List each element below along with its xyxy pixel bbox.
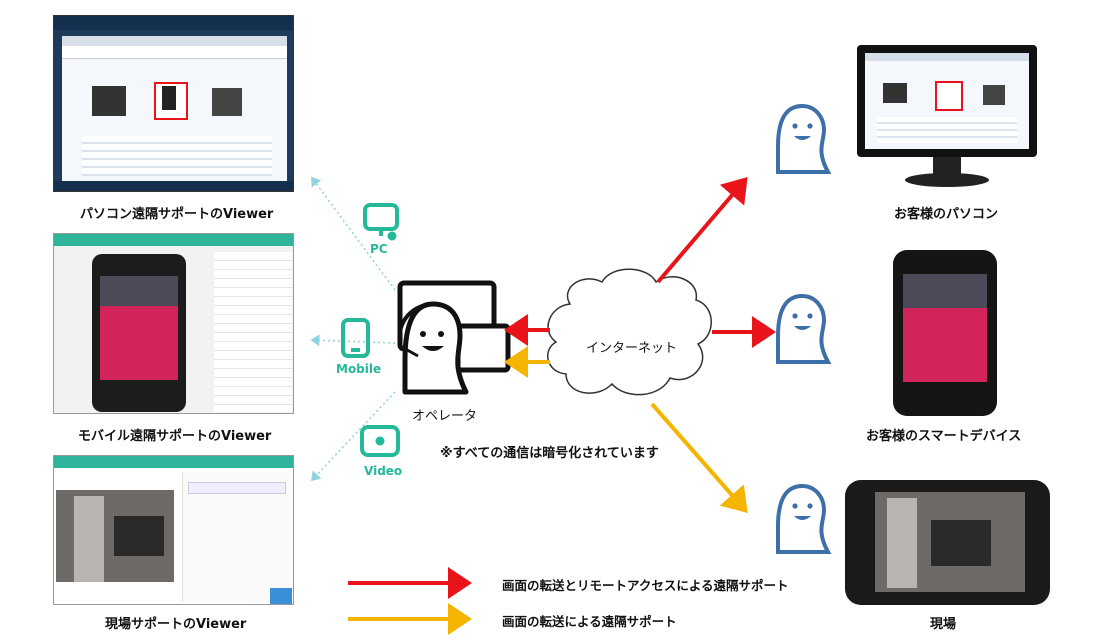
operator-icon: [397, 280, 511, 395]
red-arrows: [504, 176, 776, 348]
red-arrow-to-pc: [656, 176, 748, 284]
operator-face: [420, 331, 444, 351]
field-viewer-screenshot: [53, 455, 294, 605]
mobile-channel-icon: [341, 318, 370, 358]
encryption-note: ※すべての通信は暗号化されています: [440, 446, 659, 461]
customer-smart-label: お客様のスマートデバイス: [866, 429, 1022, 444]
video-channel-label: Video: [364, 464, 403, 478]
field-viewer-label: 現場サポートのViewer: [105, 617, 247, 632]
pc-viewer-screenshot: [53, 15, 294, 192]
field-tablet: [845, 480, 1050, 605]
pc-channel-icon: [363, 203, 399, 241]
internet-cloud: [546, 268, 712, 396]
mobile-channel-label: Mobile: [336, 362, 382, 376]
mobile-viewer-label: モバイル遠隔サポートのViewer: [78, 429, 272, 444]
video-channel-icon: [360, 425, 400, 457]
connector-video: [310, 391, 396, 482]
yellow-arrows: [504, 346, 748, 514]
viewer-connectors: [310, 176, 396, 482]
customer-pc-monitor: [857, 45, 1037, 193]
internet-label: インターネット: [586, 341, 678, 356]
legend-red-label: 画面の転送とリモートアクセスによる遠隔サポート: [502, 578, 789, 593]
pc-channel-label: PC: [370, 242, 388, 256]
customer-pc-label: お客様のパソコン: [894, 207, 999, 222]
operator-label: オペレータ: [412, 409, 478, 424]
mobile-viewer-screenshot: [53, 233, 294, 414]
connector-mobile: [310, 334, 396, 347]
legend-yellow-label: 画面の転送による遠隔サポート: [502, 614, 677, 629]
yellow-arrow-to-field: [650, 402, 748, 514]
connector-pc: [311, 176, 396, 291]
customer-smartphone: [893, 250, 997, 416]
customer-field-label: 現場: [930, 617, 957, 632]
pc-viewer-label: パソコン遠隔サポートのViewer: [80, 207, 274, 222]
person-faces: [792, 123, 813, 520]
